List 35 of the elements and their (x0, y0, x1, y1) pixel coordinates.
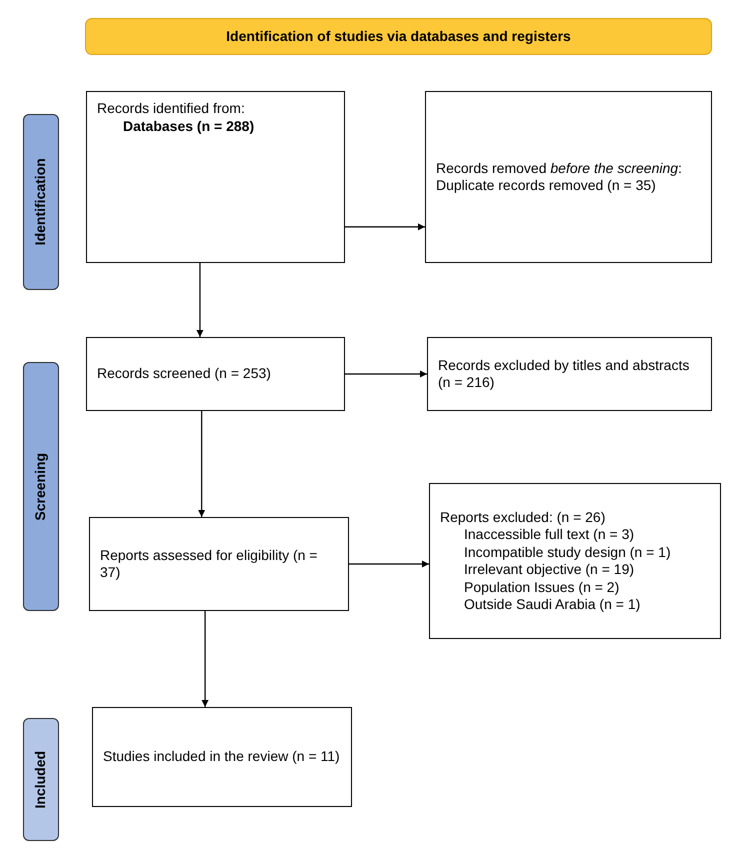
box-text: Records screened (n = 253) (97, 365, 272, 383)
process-box (86, 337, 345, 411)
box-text: Population Issues (n = 2) (463, 578, 620, 596)
phase-label: Included (32, 750, 50, 808)
phase-band (23, 718, 59, 841)
box-text: Irrelevant objective (n = 19) (463, 561, 636, 578)
box-text: Reports assessed for eligibility (n = 37) (100, 546, 318, 582)
title-text: Identification of studies via databases and registers (226, 28, 571, 46)
arrow (198, 411, 206, 517)
box-text: Inaccessible full text (n = 3) (463, 526, 636, 544)
box-text: Records excluded by titles and abstracts (n = 216) (438, 356, 690, 392)
box-text: Duplicate records removed (n = 35) (436, 177, 657, 194)
arrow (202, 611, 209, 707)
phase-label: Screening (32, 452, 50, 520)
box-text: Records identified from: (97, 100, 246, 118)
arrow (349, 560, 429, 568)
process-box (89, 517, 349, 611)
box-text: Records removed before the screening: (436, 160, 683, 177)
process-box (427, 337, 712, 411)
phase-band (23, 362, 59, 611)
process-box (425, 91, 712, 263)
box-text: Incompatible study design (n = 1) (463, 544, 672, 561)
phase-label: Identification (32, 158, 50, 246)
process-box (86, 91, 345, 263)
box-text: Reports excluded: (n = 26) (440, 508, 606, 526)
process-box (429, 483, 721, 639)
box-text: Databases (n = 288) (122, 118, 256, 135)
phase-band (23, 114, 59, 290)
arrow (196, 263, 204, 337)
title-banner (85, 18, 712, 55)
box-text: Studies included in the review (n = 11) (103, 748, 341, 766)
arrow (345, 370, 427, 378)
arrow (345, 223, 425, 230)
box-text: Outside Saudi Arabia (n = 1) (463, 596, 642, 614)
process-box (92, 707, 352, 807)
